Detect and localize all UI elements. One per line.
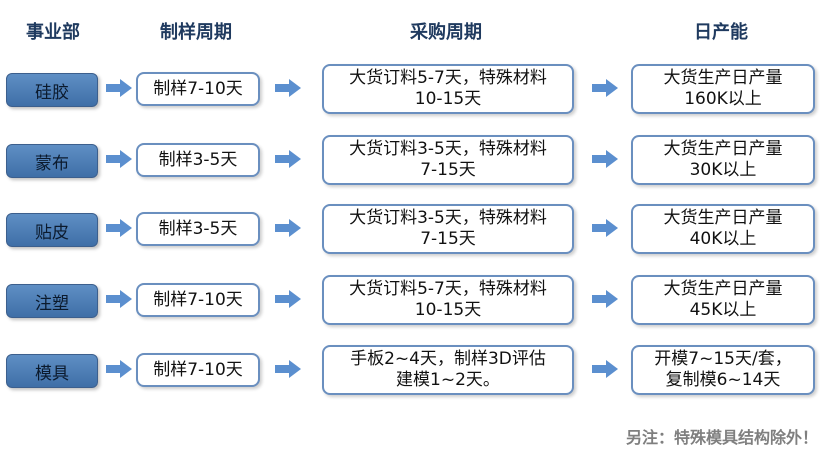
arrow-right-icon [275,360,301,378]
arrow-right-icon [592,360,618,378]
footnote: 另注：特殊模具结构除外！ [625,428,818,447]
arrow-right-icon [275,150,301,168]
dept-label: 蒙布 [6,144,98,178]
arrow-right-icon [592,290,618,308]
purchase-cycle-box: 手板2~4天，制样3D评估建模1~2天。 [322,345,574,395]
header-dept: 事业部 [26,22,80,43]
capacity-line-1: 大货生产日产量 [663,139,783,159]
capacity-line-1: 大货生产日产量 [663,208,783,228]
sample-cycle-box: 制样7-10天 [136,353,260,387]
sample-cycle-box: 制样3-5天 [136,212,260,246]
arrow-right-icon [106,219,132,237]
sample-cycle-box: 制样3-5天 [136,143,260,177]
daily-capacity-box: 开模7~15天/套，复制模6~14天 [631,345,815,395]
dept-label: 贴皮 [6,213,98,247]
header-capacity: 日产能 [694,22,748,43]
capacity-line-2: 40K以上 [689,229,757,249]
purchase-line-2: 10-15天 [414,89,482,109]
arrow-right-icon [275,79,301,97]
capacity-line-1: 大货生产日产量 [663,279,783,299]
dept-label: 模具 [6,354,98,388]
capacity-line-2: 45K以上 [689,300,757,320]
sample-cycle-box: 制样7-10天 [136,72,260,106]
arrow-right-icon [106,360,132,378]
purchase-line-2: 建模1~2天。 [396,370,500,390]
purchase-line-1: 大货订料5-7天，特殊材料 [349,68,547,88]
header-sample: 制样周期 [160,22,232,43]
purchase-line-1: 大货订料5-7天，特殊材料 [349,279,547,299]
process-row: 模具 制样7-10天 手板2~4天，制样3D评估建模1~2天。 开模7~15天/套，复… [0,345,832,395]
dept-label: 注塑 [6,284,98,318]
purchase-line-2: 7-15天 [420,160,476,180]
arrow-right-icon [106,290,132,308]
arrow-right-icon [106,79,132,97]
sample-cycle-box: 制样7-10天 [136,283,260,317]
arrow-right-icon [592,79,618,97]
arrow-right-icon [275,219,301,237]
header-purchase: 采购周期 [410,22,482,43]
capacity-line-2: 160K以上 [684,89,762,109]
arrow-right-icon [592,150,618,168]
purchase-line-1: 手板2~4天，制样3D评估 [350,349,546,369]
capacity-line-1: 开模7~15天/套， [654,349,792,369]
arrow-right-icon [592,219,618,237]
capacity-line-1: 大货生产日产量 [663,68,783,88]
purchase-line-1: 大货订料3-5天，特殊材料 [349,139,547,159]
arrow-right-icon [106,150,132,168]
purchase-line-2: 10-15天 [414,300,482,320]
arrow-right-icon [275,290,301,308]
capacity-line-2: 复制模6~14天 [665,370,781,390]
dept-label: 硅胶 [6,73,98,107]
capacity-line-2: 30K以上 [689,160,757,180]
purchase-line-2: 7-15天 [420,229,476,249]
purchase-line-1: 大货订料3-5天，特殊材料 [349,208,547,228]
